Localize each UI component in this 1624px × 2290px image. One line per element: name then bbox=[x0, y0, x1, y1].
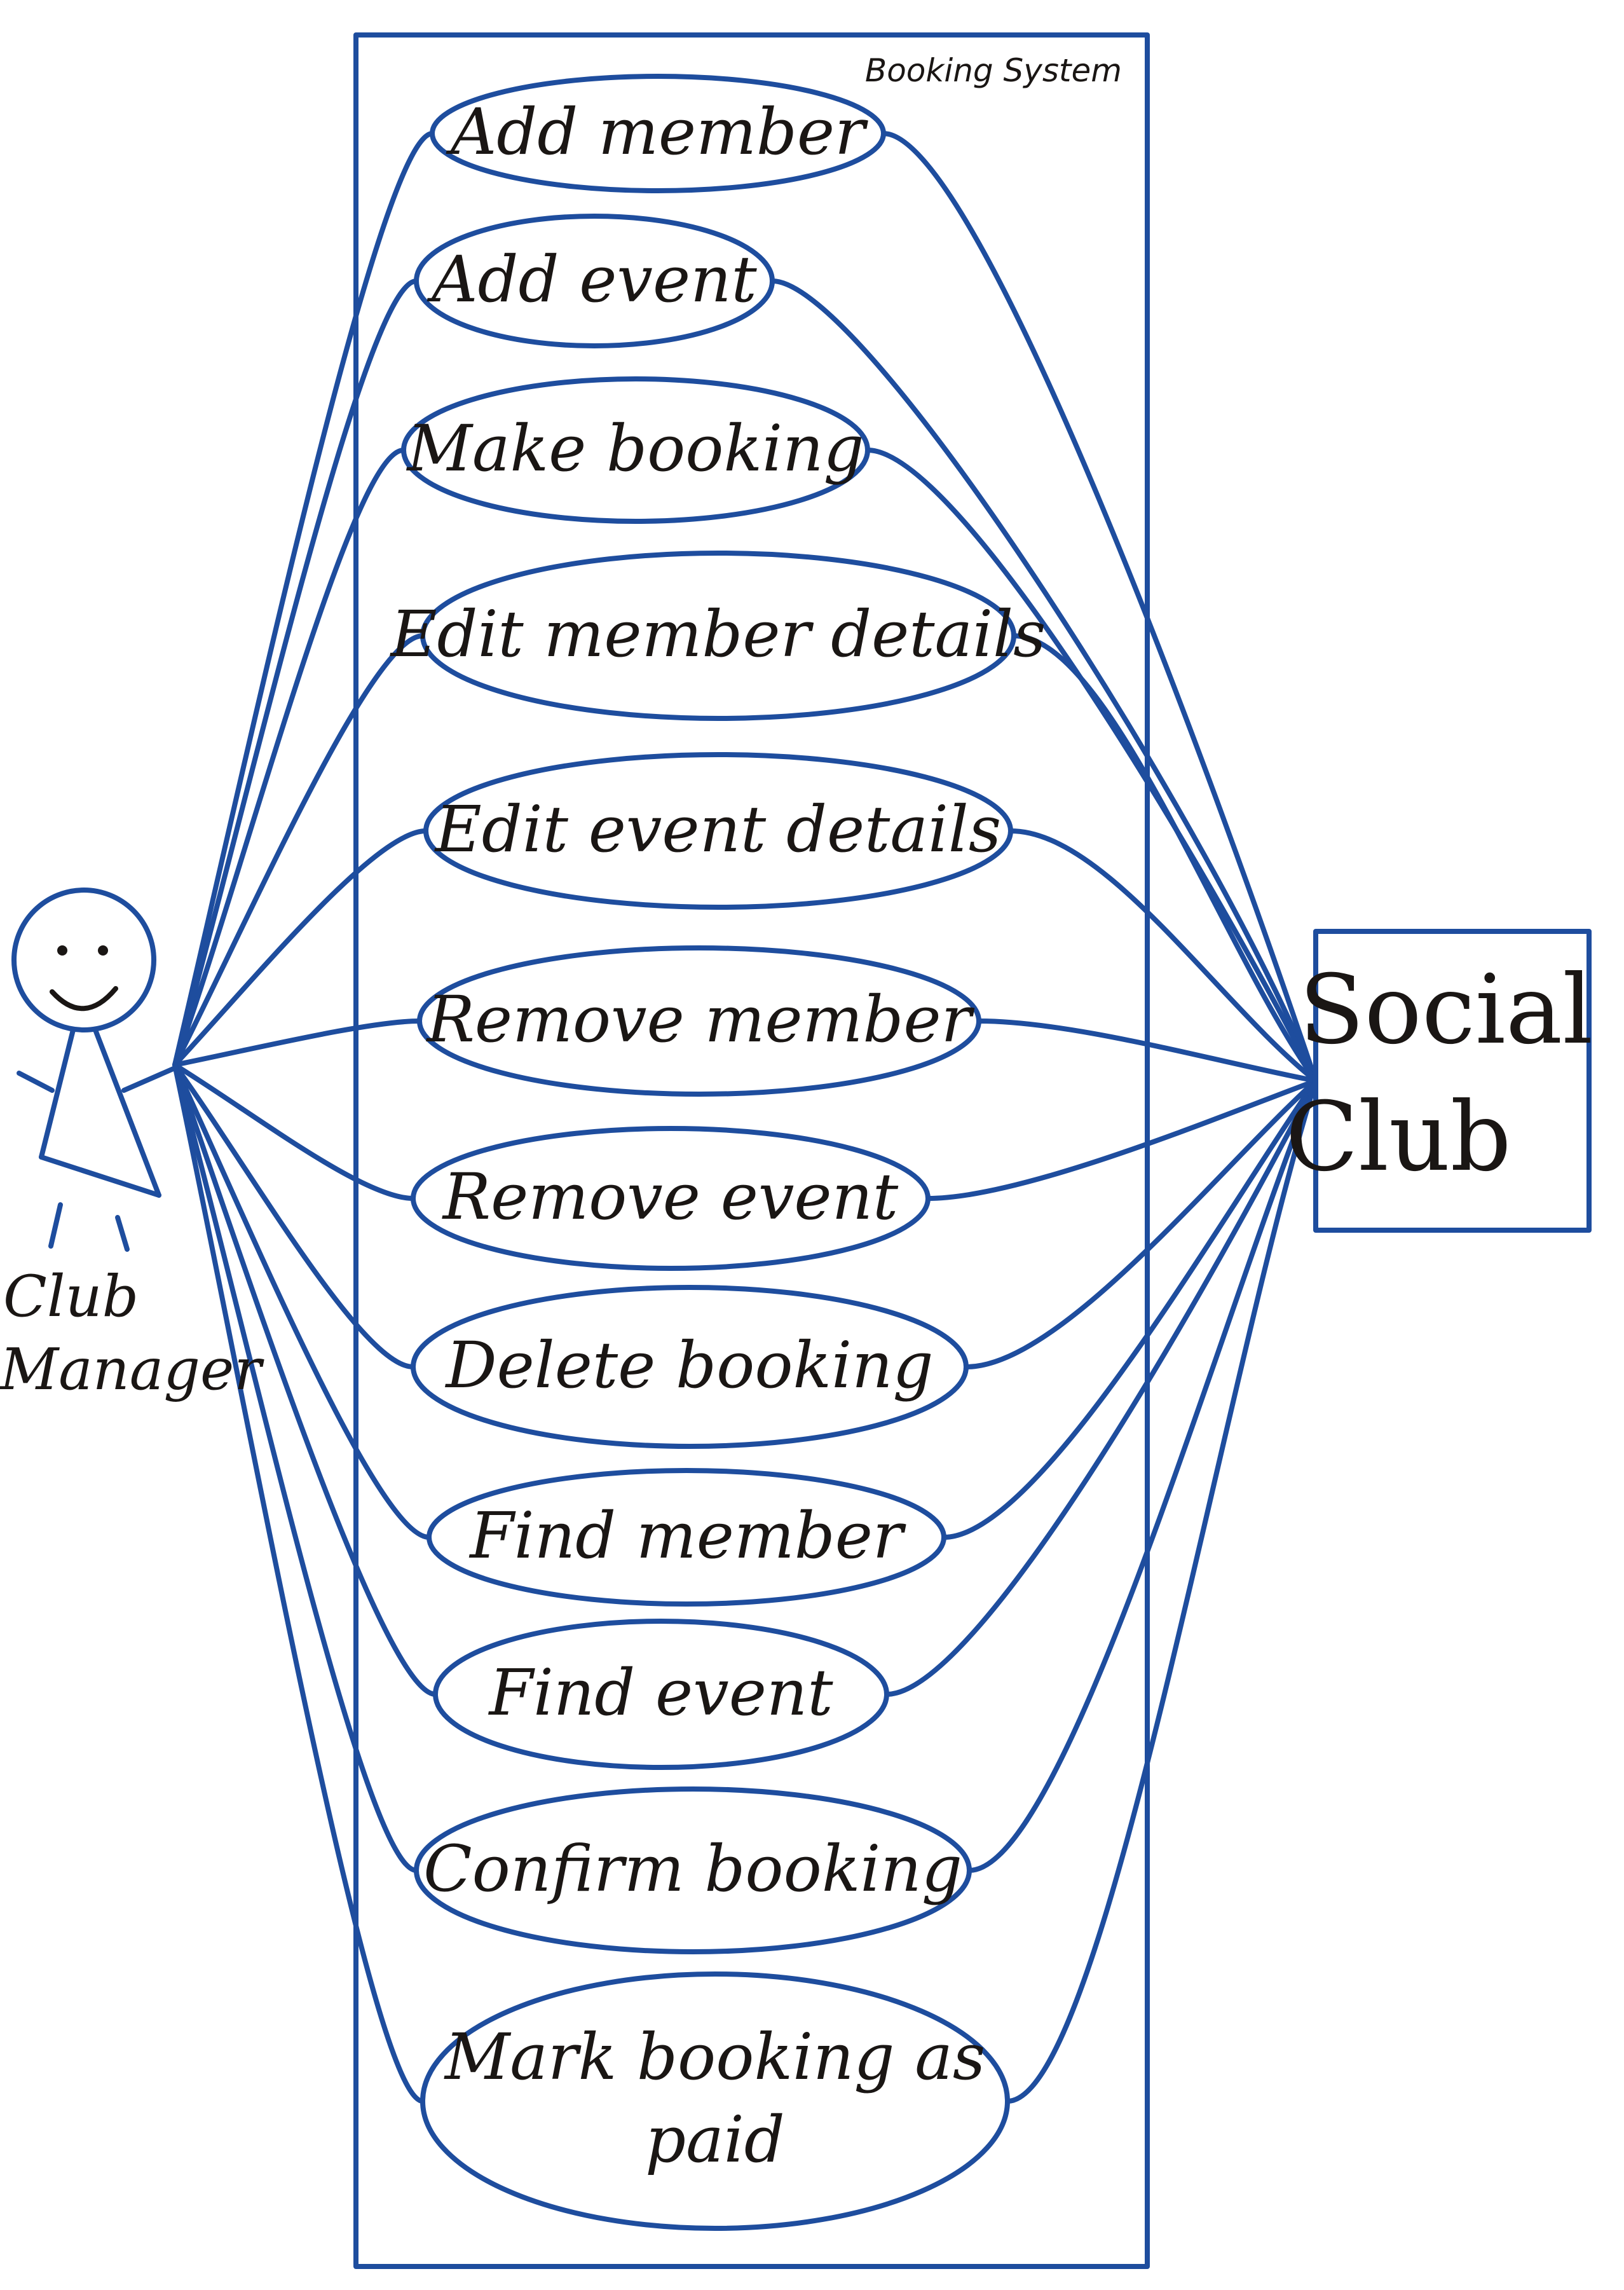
use-case-ellipse bbox=[433, 1619, 889, 1770]
use-case-remove-member[interactable]: Remove member bbox=[417, 945, 981, 1097]
actor-body-right bbox=[93, 1027, 161, 1198]
system-title: Booking System bbox=[865, 52, 1122, 89]
association-line-social-club bbox=[941, 1078, 1318, 1540]
use-case-edit-event-details[interactable]: Edit event details bbox=[423, 752, 1013, 910]
association-line-manager bbox=[172, 1062, 416, 1369]
use-case-label: Add event bbox=[426, 242, 757, 317]
use-case-confirm-booking[interactable]: Confirm booking bbox=[414, 1786, 972, 1954]
association-line-manager bbox=[172, 828, 428, 1067]
actor-body-left bbox=[39, 1027, 76, 1160]
use-case-label: Remove member bbox=[426, 982, 975, 1057]
social-club-label-line2: Club bbox=[1285, 1082, 1511, 1193]
actor-arm-left bbox=[17, 1071, 55, 1093]
use-case-add-event[interactable]: Add event bbox=[414, 214, 775, 348]
use-case-label: Find event bbox=[488, 1656, 833, 1730]
association-line-social-club bbox=[1011, 633, 1318, 1083]
actor-eye-right bbox=[98, 945, 108, 956]
actor-smile bbox=[50, 986, 118, 1011]
use-case-ellipse bbox=[417, 945, 981, 1097]
association-line-social-club bbox=[925, 1078, 1318, 1201]
use-case-label: Add member bbox=[446, 95, 868, 169]
use-case-ellipse bbox=[423, 752, 1013, 910]
actor-leg-right bbox=[115, 1215, 130, 1252]
use-case-ellipse bbox=[420, 1971, 1010, 2231]
association-line-social-club bbox=[1005, 1078, 1318, 2104]
use-case-ellipse bbox=[414, 214, 775, 348]
use-case-group: Add member Add event Make booking Edit m… bbox=[390, 74, 1046, 2231]
association-line-manager bbox=[172, 1062, 416, 1201]
use-case-mark-booking-as-paid[interactable]: Mark booking as paid bbox=[420, 1971, 1010, 2231]
association-line-social-club bbox=[964, 1078, 1318, 1369]
association-line-manager bbox=[172, 448, 406, 1067]
use-case-label: Mark booking as bbox=[444, 2020, 985, 2094]
use-case-label: Make booking bbox=[406, 411, 864, 486]
association-line-manager bbox=[172, 1062, 432, 1540]
actor-leg-left bbox=[48, 1202, 63, 1249]
association-line-social-club bbox=[770, 278, 1318, 1083]
use-case-label: Delete booking bbox=[444, 1328, 933, 1402]
actor-eye-left bbox=[57, 945, 67, 956]
association-line-manager bbox=[172, 1018, 422, 1067]
association-line-manager bbox=[172, 633, 425, 1067]
association-line-manager bbox=[172, 1062, 425, 2104]
use-case-delete-booking[interactable]: Delete booking bbox=[411, 1285, 969, 1449]
use-case-find-event[interactable]: Find event bbox=[433, 1619, 889, 1770]
association-line-manager bbox=[172, 1062, 419, 1873]
use-case-make-booking[interactable]: Make booking bbox=[401, 376, 870, 524]
use-case-ellipse bbox=[414, 1786, 972, 1954]
association-line-manager bbox=[172, 131, 435, 1067]
use-case-label: Confirm booking bbox=[423, 1832, 962, 1906]
club-manager-label-line1: Club bbox=[3, 1263, 139, 1330]
use-case-label: Remove event bbox=[442, 1160, 899, 1234]
use-case-label: Find member bbox=[468, 1498, 906, 1573]
social-club-box bbox=[1313, 929, 1592, 1233]
use-case-ellipse bbox=[426, 1468, 946, 1607]
use-case-ellipse bbox=[430, 74, 886, 193]
use-case-edit-member-details[interactable]: Edit member details bbox=[390, 551, 1046, 721]
use-case-ellipse bbox=[401, 376, 870, 524]
club-manager-label-line2: Manager bbox=[0, 1336, 264, 1403]
social-club-label-line1: Social bbox=[1299, 955, 1593, 1066]
use-case-label: Edit member details bbox=[390, 597, 1046, 671]
association-line-manager bbox=[172, 1062, 438, 1697]
association-line-social-club bbox=[884, 1078, 1318, 1697]
association-line-social-club bbox=[1008, 828, 1318, 1083]
association-line-manager bbox=[172, 278, 419, 1067]
use-case-ellipse bbox=[420, 551, 1016, 721]
use-case-remove-event[interactable]: Remove event bbox=[411, 1126, 931, 1271]
use-case-find-member[interactable]: Find member bbox=[426, 1468, 946, 1607]
association-line-social-club bbox=[967, 1078, 1318, 1873]
use-case-ellipse bbox=[411, 1285, 969, 1449]
use-case-add-member[interactable]: Add member bbox=[430, 74, 886, 193]
stick-figure-icon bbox=[11, 888, 177, 1252]
use-case-label: Edit event details bbox=[434, 792, 1001, 867]
system-boundary bbox=[353, 32, 1150, 2269]
use-case-label-line2: paid bbox=[645, 2102, 785, 2177]
use-case-ellipse bbox=[411, 1126, 931, 1271]
association-line-social-club bbox=[881, 131, 1318, 1083]
actor-body-base bbox=[39, 1155, 161, 1198]
actor-head bbox=[11, 888, 156, 1032]
association-lines bbox=[172, 131, 1318, 2104]
actor-arm-right bbox=[121, 1066, 177, 1093]
